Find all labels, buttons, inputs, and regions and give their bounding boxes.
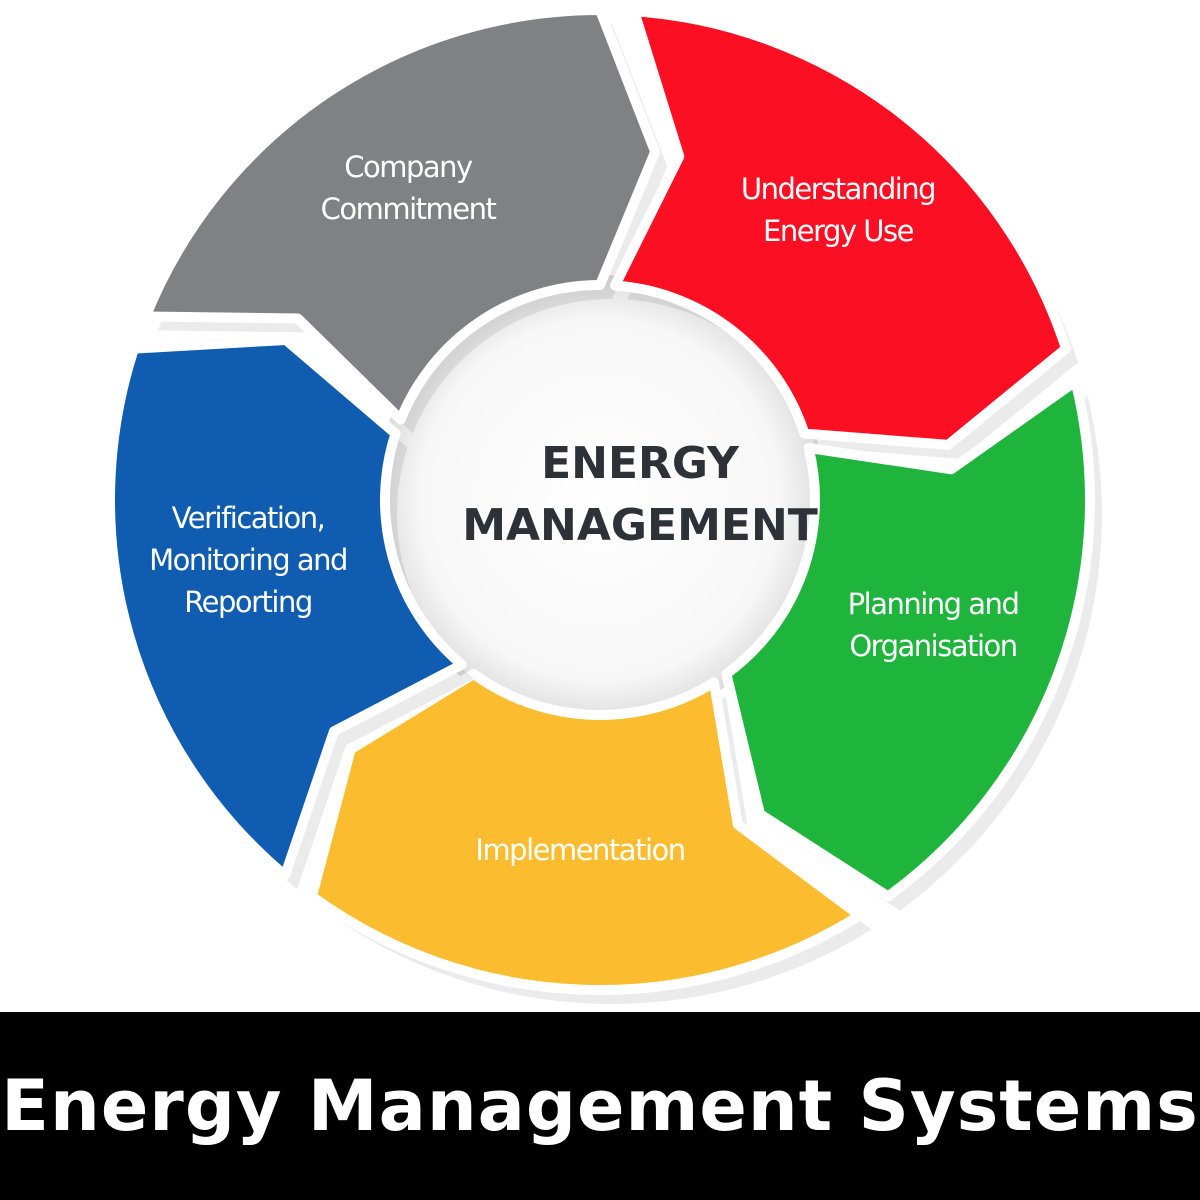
segment-verification-monitoring-reporting xyxy=(105,334,467,881)
center-circle xyxy=(375,275,825,725)
center-title-line2: MANAGEMENT xyxy=(462,500,818,551)
segment-planning-organisation xyxy=(721,376,1095,902)
energy-management-cycle xyxy=(105,5,1102,1004)
segment-label-planning-organisation: Planning and Organisation xyxy=(847,587,1020,663)
center-title: ENERGY MANAGEMENT xyxy=(462,433,818,557)
title-banner: Energy Management Systems xyxy=(0,1012,1200,1200)
center-title-line1: ENERGY xyxy=(541,438,739,489)
banner-title: Energy Management Systems xyxy=(1,1065,1199,1147)
segment-label-verification-monitoring-reporting: Verification, Monitoring and Reporting xyxy=(149,501,348,619)
segment-label-company-commitment: Company Commitment xyxy=(320,150,497,226)
segment-implementation xyxy=(306,668,865,995)
segment-company-commitment xyxy=(140,5,661,425)
segment-label-understanding-energy-use: Understanding Energy Use xyxy=(740,172,937,248)
segment-understanding-energy-use xyxy=(609,6,1072,450)
segment-label-implementation: Implementation xyxy=(475,833,686,867)
